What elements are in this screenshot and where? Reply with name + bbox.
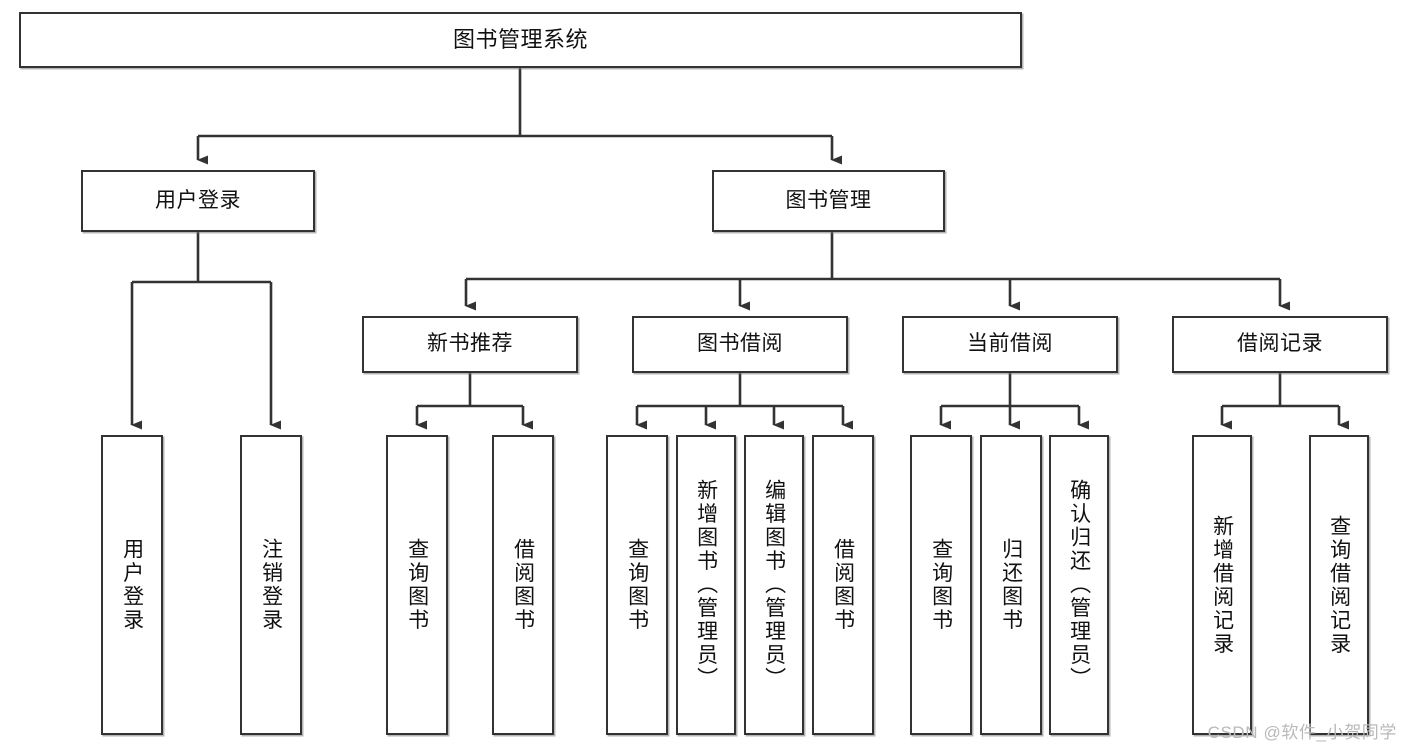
node-book-manage-label: 图书管理 (785, 188, 872, 212)
node-leaf-query-book-1[interactable]: 查询图书 (386, 435, 448, 735)
node-leaf-confirm-return[interactable]: 确认归还（管理员） (1049, 435, 1109, 735)
node-new-book-recommend-label: 新书推荐 (427, 332, 513, 356)
node-leaf-return-book-label: 归还图书 (999, 538, 1023, 632)
node-leaf-add-book[interactable]: 新增图书（管理员） (676, 435, 736, 735)
node-leaf-edit-book[interactable]: 编辑图书（管理员） (744, 435, 804, 735)
node-leaf-add-book-label: 新增图书（管理员） (694, 479, 718, 691)
node-user-login[interactable]: 用户登录 (81, 170, 315, 232)
node-current-borrow-label: 当前借阅 (967, 332, 1053, 356)
node-leaf-borrow-book-1-label: 借阅图书 (511, 538, 535, 632)
node-root-label: 图书管理系统 (452, 27, 588, 53)
node-leaf-user-login[interactable]: 用户登录 (101, 435, 163, 735)
node-borrow-record-label: 借阅记录 (1237, 332, 1323, 356)
node-new-book-recommend[interactable]: 新书推荐 (362, 316, 578, 373)
node-book-borrow-label: 图书借阅 (697, 332, 783, 356)
node-leaf-query-book-2-label: 查询图书 (625, 538, 649, 632)
node-current-borrow[interactable]: 当前借阅 (902, 316, 1118, 373)
node-leaf-query-record-label: 查询借阅记录 (1327, 514, 1351, 656)
node-leaf-add-record-label: 新增借阅记录 (1210, 514, 1234, 656)
node-leaf-edit-book-label: 编辑图书（管理员） (762, 479, 786, 691)
node-leaf-query-record[interactable]: 查询借阅记录 (1309, 435, 1369, 735)
watermark-text: CSDN @软件_小贺同学 (1207, 723, 1397, 742)
node-leaf-query-book-1-label: 查询图书 (405, 538, 429, 632)
node-leaf-borrow-book-2-label: 借阅图书 (831, 538, 855, 632)
node-leaf-add-record[interactable]: 新增借阅记录 (1192, 435, 1252, 735)
node-leaf-query-book-3[interactable]: 查询图书 (910, 435, 972, 735)
node-user-login-label: 用户登录 (155, 188, 241, 212)
node-leaf-borrow-book-1[interactable]: 借阅图书 (492, 435, 554, 735)
node-leaf-logout-login-label: 注销登录 (259, 538, 283, 632)
node-leaf-user-login-label: 用户登录 (120, 538, 144, 632)
node-root[interactable]: 图书管理系统 (19, 12, 1022, 68)
node-leaf-borrow-book-2[interactable]: 借阅图书 (812, 435, 874, 735)
node-borrow-record[interactable]: 借阅记录 (1172, 316, 1388, 373)
node-book-borrow[interactable]: 图书借阅 (632, 316, 848, 373)
node-book-manage[interactable]: 图书管理 (712, 170, 945, 232)
node-leaf-confirm-return-label: 确认归还（管理员） (1067, 479, 1091, 691)
node-leaf-return-book[interactable]: 归还图书 (980, 435, 1042, 735)
node-leaf-query-book-3-label: 查询图书 (929, 538, 953, 632)
node-leaf-query-book-2[interactable]: 查询图书 (606, 435, 668, 735)
node-leaf-logout-login[interactable]: 注销登录 (240, 435, 302, 735)
